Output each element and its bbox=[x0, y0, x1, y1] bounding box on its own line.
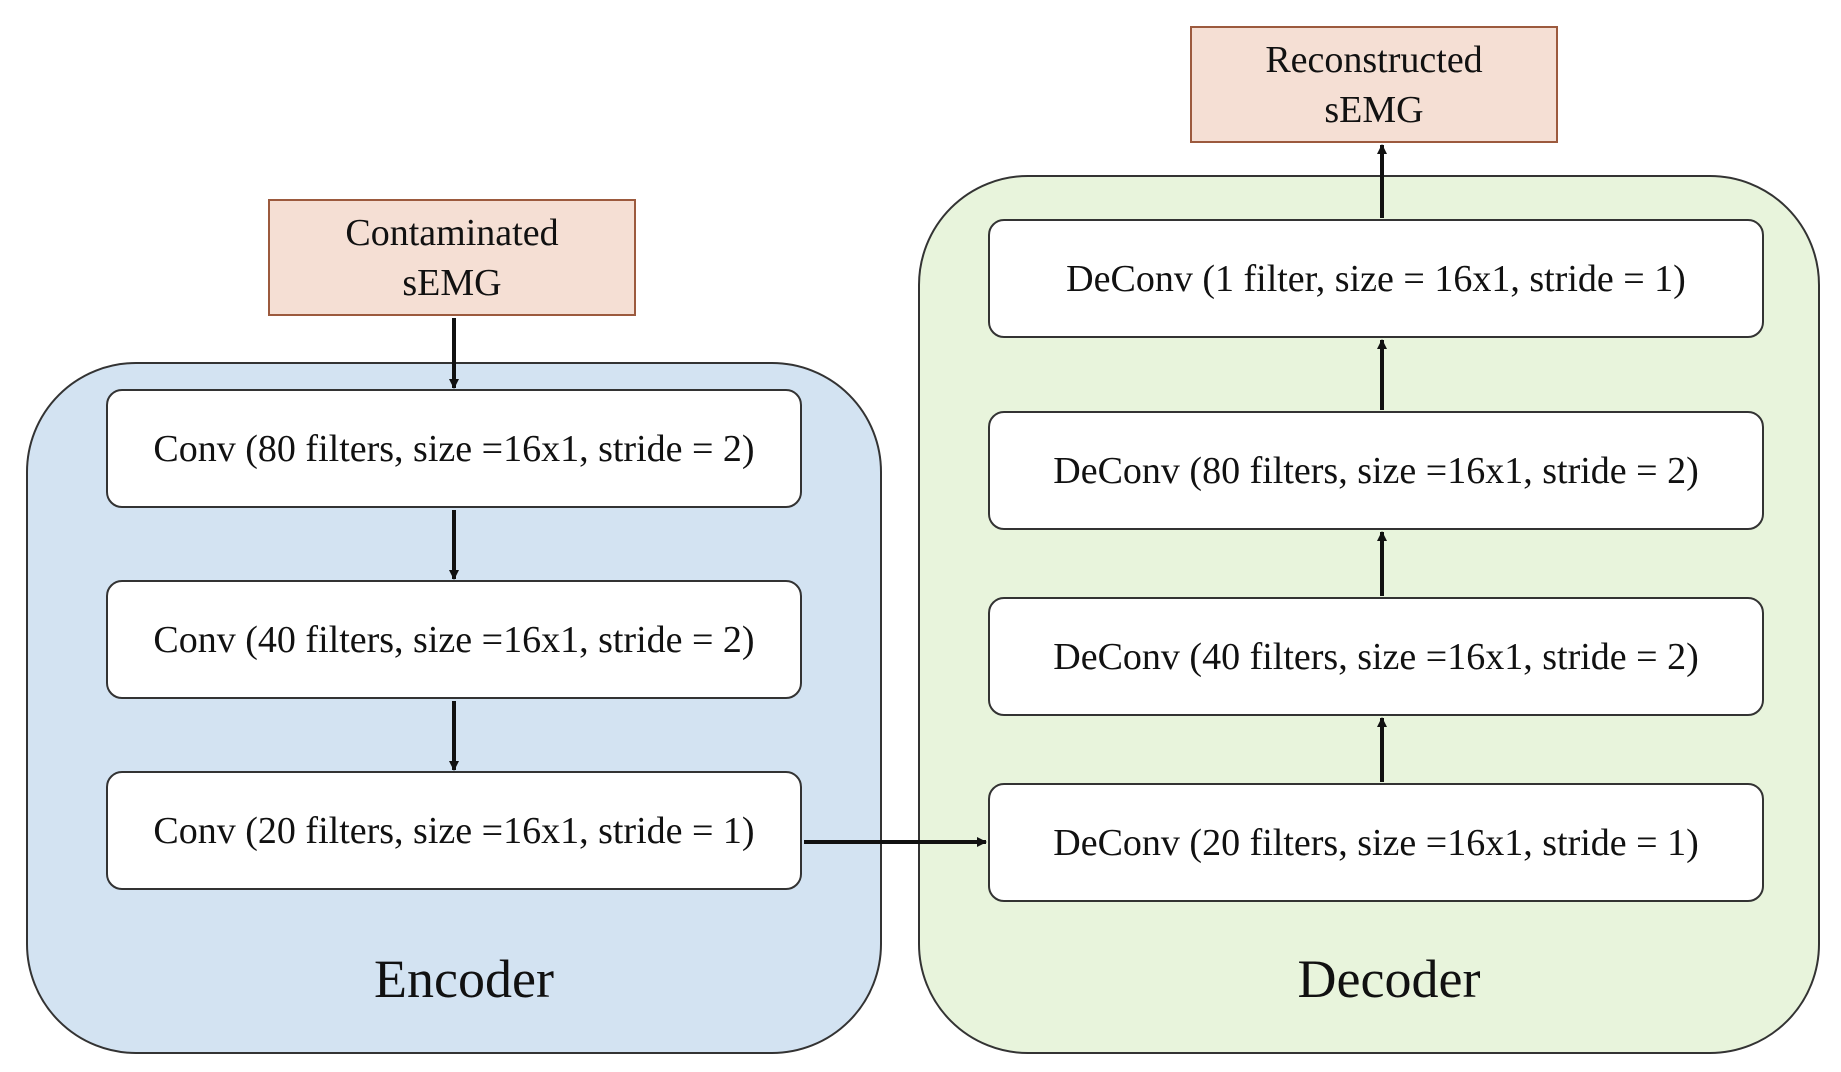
decoder-layer-1: DeConv (1 filter, size = 16x1, stride = … bbox=[988, 219, 1764, 338]
decoder-layer-3: DeConv (40 filters, size =16x1, stride =… bbox=[988, 597, 1764, 716]
output-label-line1: Reconstructed bbox=[1265, 38, 1483, 81]
encoder-layer-2: Conv (40 filters, size =16x1, stride = 2… bbox=[106, 580, 802, 699]
encoder-layer-1: Conv (80 filters, size =16x1, stride = 2… bbox=[106, 389, 802, 508]
encoder-label: Encoder bbox=[374, 949, 554, 1009]
input-label-line1: Contaminated bbox=[345, 211, 559, 254]
decoder-label: Decoder bbox=[1297, 949, 1481, 1009]
output-box: Reconstructed sEMG bbox=[1190, 26, 1558, 143]
encoder-layer-3: Conv (20 filters, size =16x1, stride = 1… bbox=[106, 771, 802, 890]
input-box: Contaminated sEMG bbox=[268, 199, 636, 316]
decoder-layer-4: DeConv (20 filters, size =16x1, stride =… bbox=[988, 783, 1764, 902]
decoder-layer-2: DeConv (80 filters, size =16x1, stride =… bbox=[988, 411, 1764, 530]
output-label-line2: sEMG bbox=[1324, 88, 1424, 131]
input-label-line2: sEMG bbox=[402, 261, 502, 304]
